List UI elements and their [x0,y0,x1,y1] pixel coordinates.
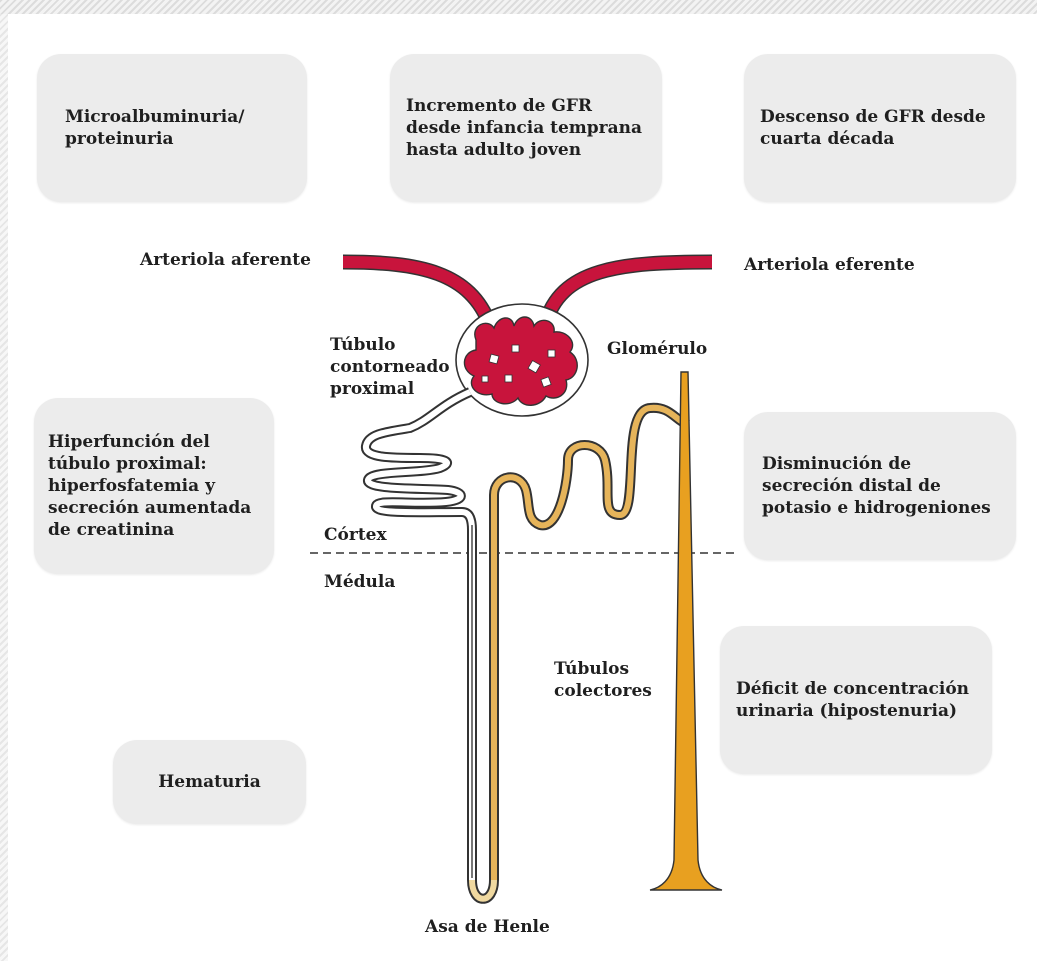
microalbuminuria-text: Microalbuminuria/ proteinuria [65,107,245,149]
proximal-convoluted-tubule [361,387,477,880]
descenso-gfr-box: Descenso de GFR desde cuarta década [744,54,1016,202]
label-glomerulo: Glomérulo [607,339,708,359]
label-tubulo-proximal: Túbulo contorneado proximal [330,335,450,399]
label-arteriola-eferente: Arteriola eferente [744,255,915,275]
hematuria-box: Hematuria [113,740,306,824]
deficit-text: Déficit de concentración urinaria (hipos… [736,679,970,721]
incremento-gfr-text: Incremento de GFR desde infancia tempran… [406,96,643,160]
label-medula: Médula [324,572,396,592]
disminucion-text: Disminución de secreción distal de potas… [762,454,991,518]
incremento-gfr-box: Incremento de GFR desde infancia tempran… [390,54,662,202]
hematuria-text: Hematuria [158,772,261,792]
hiperfuncion-box: Hiperfunción del túbulo proximal: hiperf… [34,398,274,574]
descenso-gfr-text: Descenso de GFR desde cuarta década [760,107,986,149]
deficit-box: Déficit de concentración urinaria (hipos… [720,626,992,774]
label-arteriola-aferente: Arteriola aferente [140,250,311,270]
top-decorative-band [0,0,1037,14]
label-cortex: Córtex [324,525,387,545]
label-asa-henle: Asa de Henle [425,917,550,937]
ascending-limb [489,402,691,880]
disminucion-box: Disminución de secreción distal de potas… [744,412,1016,560]
microalbuminuria-box: Microalbuminuria/ proteinuria [37,54,307,202]
hiperfuncion-text: Hiperfunción del túbulo proximal: hiperf… [48,432,252,540]
collecting-duct [649,371,723,891]
left-decorative-band [0,14,8,961]
label-tubulos-colectores: Túbulos colectores [554,659,652,701]
